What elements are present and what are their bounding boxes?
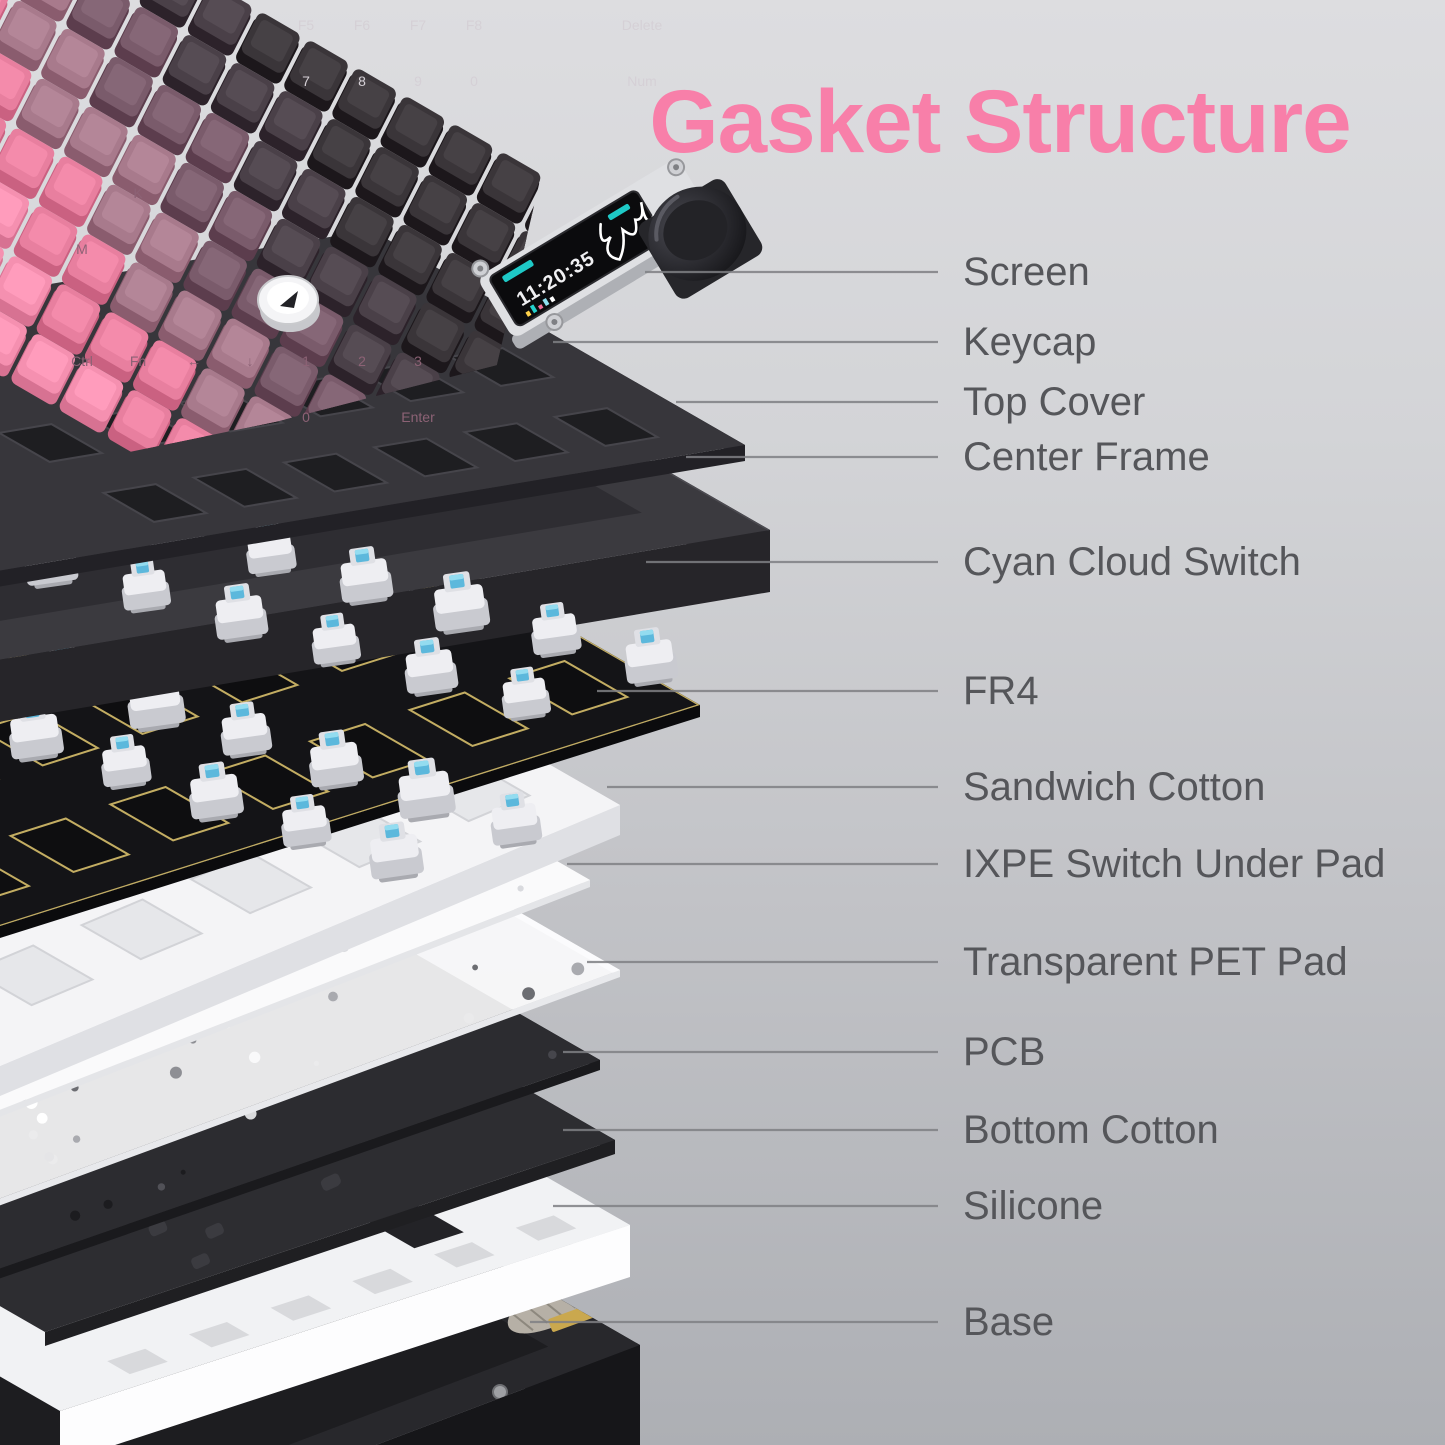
- cyan-cloud-switch: [214, 583, 269, 643]
- keycap-legend: F5: [298, 17, 315, 33]
- cyan-cloud-switch: [531, 601, 582, 659]
- cyan-cloud-switch: [189, 761, 244, 823]
- cyan-cloud-switch: [624, 627, 679, 687]
- label-bottom-cotton: Bottom Cotton: [963, 1108, 1219, 1152]
- cyan-cloud-switch: [433, 571, 491, 635]
- label-ixpe: IXPE Switch Under Pad: [963, 842, 1386, 886]
- screen-module: 11:20:35: [471, 158, 763, 349]
- keycap-legend: 8: [358, 73, 366, 89]
- keycap-legend: K: [133, 185, 143, 201]
- cyan-cloud-switch: [281, 793, 332, 851]
- label-screen: Screen: [963, 250, 1090, 294]
- keycap-legend: M: [76, 241, 88, 257]
- label-switch: Cyan Cloud Switch: [963, 540, 1301, 584]
- keycap-legend: 1: [302, 353, 310, 369]
- cyan-cloud-switch: [397, 757, 456, 823]
- keycap-legend: 0: [302, 409, 310, 425]
- leader-lines: [530, 270, 938, 1324]
- rotary-knob: [638, 179, 763, 299]
- keycap-legend: Delete: [622, 17, 663, 33]
- cyan-cloud-switch: [311, 612, 362, 668]
- label-silicone: Silicone: [963, 1184, 1104, 1228]
- keycap-legend: ←: [187, 353, 201, 369]
- keycap-legend: 7: [302, 73, 310, 89]
- label-keycap: Keycap: [963, 320, 1097, 364]
- screen-art-scribble: [599, 201, 656, 261]
- keycap-legend: F6: [354, 17, 371, 33]
- keycap-legend: Enter: [401, 409, 435, 425]
- cyan-cloud-switch: [369, 821, 424, 883]
- cyan-cloud-switch: [220, 701, 273, 759]
- keycap-legend: 2: [358, 353, 366, 369]
- label-center-frame: Center Frame: [963, 435, 1210, 479]
- oled-screen: [489, 190, 665, 327]
- cyan-cloud-switch: [101, 733, 152, 791]
- cyan-cloud-switch: [404, 637, 459, 697]
- cyan-cloud-switch: [339, 546, 394, 606]
- keycap-legend: F8: [466, 17, 483, 33]
- label-base: Base: [963, 1300, 1055, 1344]
- page-title: Gasket Structure: [649, 71, 1351, 171]
- keycap-legend: Ctrl: [71, 353, 93, 369]
- cyan-cloud-switch: [309, 729, 364, 791]
- keycap-legend: 0: [470, 73, 478, 89]
- label-top-cover: Top Cover: [963, 380, 1146, 424]
- label-fr4: FR4: [963, 669, 1039, 713]
- cyan-cloud-switch: [490, 791, 543, 849]
- keycap-legend: 3: [414, 353, 422, 369]
- keycap-legend: Fn: [130, 353, 146, 369]
- label-sandwich-cotton: Sandwich Cotton: [963, 765, 1266, 809]
- keycap-legend: 9: [414, 73, 422, 89]
- cyan-cloud-switch: [501, 666, 552, 722]
- arrow-novelty-key: [257, 275, 320, 332]
- keycap-legend: F7: [410, 17, 427, 33]
- label-pet-pad: Transparent PET Pad: [963, 940, 1348, 984]
- label-pcb: PCB: [963, 1030, 1046, 1074]
- keycap-legend: Num: [627, 73, 657, 89]
- keycap-legend: ↓: [247, 353, 254, 369]
